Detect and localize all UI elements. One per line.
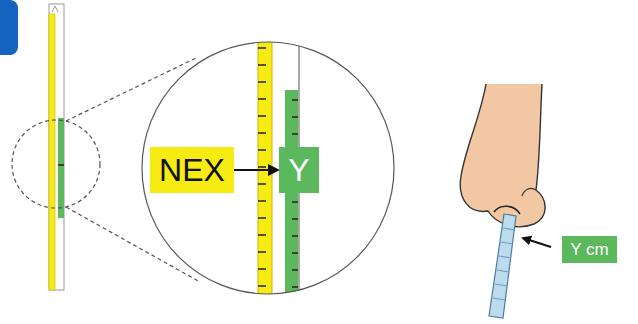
ruler-tick [258, 183, 266, 184]
nose-crease [522, 188, 536, 196]
node-label: Y [288, 154, 309, 186]
ruler-tick [258, 149, 266, 150]
node-label: Y cm [570, 241, 608, 258]
zoom-outline [142, 42, 394, 294]
corner-tab [0, 0, 18, 55]
nasal-tube [489, 214, 516, 318]
leader-arrow [523, 238, 551, 247]
tube-yellow-strip [49, 14, 55, 290]
nose [460, 84, 545, 227]
ruler-tick [258, 251, 266, 252]
ruler-tick [258, 200, 266, 201]
ruler-tick [258, 217, 266, 218]
ruler-tick [258, 268, 266, 269]
ruler-tick [258, 64, 266, 65]
tube-rings [493, 228, 515, 300]
ruler-tick [258, 81, 266, 82]
green-strip [285, 90, 298, 310]
ruler-tick [258, 47, 266, 48]
pointer-arrow [234, 169, 278, 171]
ruler-tick [292, 218, 298, 219]
ruler-tick [258, 132, 266, 133]
ruler-tick [258, 115, 266, 116]
ruler-tick [292, 99, 298, 100]
callout-box: Y cm [562, 236, 617, 263]
tube-tip [52, 6, 58, 12]
tube-body [49, 4, 64, 290]
length-label-box: Y [279, 147, 319, 193]
zoom-circle [12, 120, 100, 208]
tube-mark [58, 164, 64, 166]
ruler-tick [292, 235, 298, 236]
node-label: NEX [159, 154, 225, 186]
ruler-tick [292, 269, 298, 270]
ruler-tick [258, 98, 266, 99]
ruler-tick [292, 201, 298, 202]
nostril [494, 206, 520, 214]
ruler-tick [258, 285, 266, 286]
ruler-tick [258, 234, 266, 235]
ruler-strip [258, 30, 272, 310]
ruler-tick [292, 286, 298, 287]
ruler-tick [292, 133, 298, 134]
ruler-tick [292, 116, 298, 117]
ruler-tick [292, 252, 298, 253]
nose-figure [460, 84, 545, 318]
ruler-tick [258, 166, 266, 167]
small-tube [49, 4, 64, 290]
tube-green-strip [58, 118, 64, 218]
tube-body [489, 214, 516, 318]
scale-label-box: NEX [150, 147, 234, 193]
